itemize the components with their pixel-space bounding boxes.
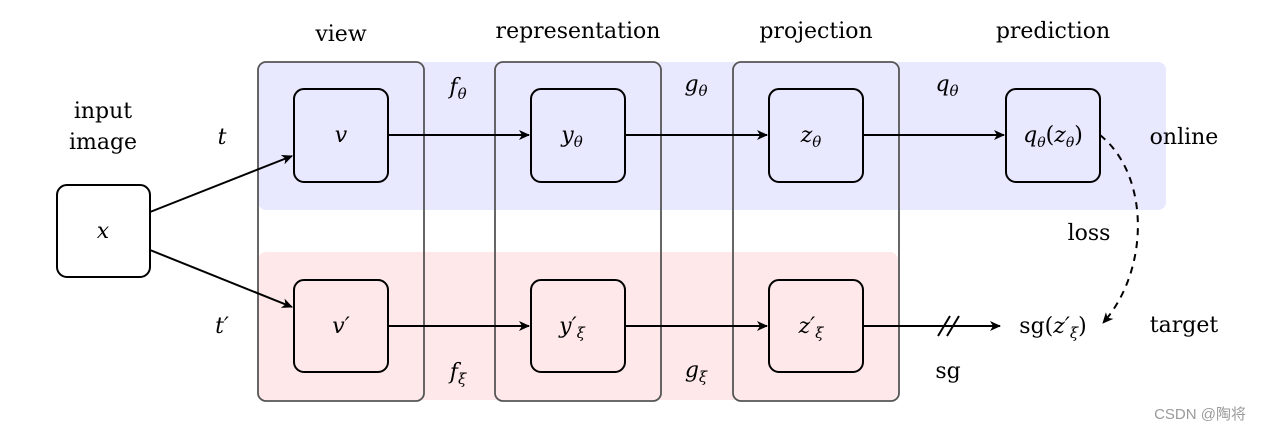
arrow-x-to-vprime [149,249,293,308]
column-header-representation: representation [496,19,661,44]
online-representation-label: yθ [560,123,582,151]
column-header-view: view [314,22,366,47]
target-output-label: sg(z′ξ) [1019,314,1086,342]
target-sg-label: sg [935,359,960,384]
input-label-line1: input [74,99,132,124]
online-projection-label: zθ [800,123,822,151]
view-column [257,61,425,402]
arrow-x-to-v [149,155,293,213]
online-row-label: online [1150,125,1219,150]
online-transform-label: t [218,125,227,150]
online-g-label: gθ [684,72,707,100]
watermark: CSDN @陶将 [1154,406,1246,423]
column-header-prediction: prediction [996,19,1110,44]
column-header-projection: projection [759,19,872,44]
input-node-label: x [97,219,110,244]
stop-gradient-slash-1 [937,315,951,337]
target-projection-label: z′ξ [798,314,825,342]
target-view-label: v′ [332,314,349,339]
input-node [56,184,151,278]
projection-column [732,61,900,402]
online-view-label: v [335,123,348,148]
target-row-label: target [1150,313,1219,338]
target-representation-label: y′ξ [558,314,585,342]
input-label-line2: image [69,130,137,155]
representation-column [494,61,662,402]
online-q-label: qθ [935,72,958,100]
stop-gradient-slash-2 [946,315,960,337]
target-g-label: gξ [685,358,708,386]
online-prediction-label: qθ(zθ) [1023,123,1083,151]
target-transform-label: t′ [215,314,229,339]
loss-label: loss [1068,221,1111,246]
